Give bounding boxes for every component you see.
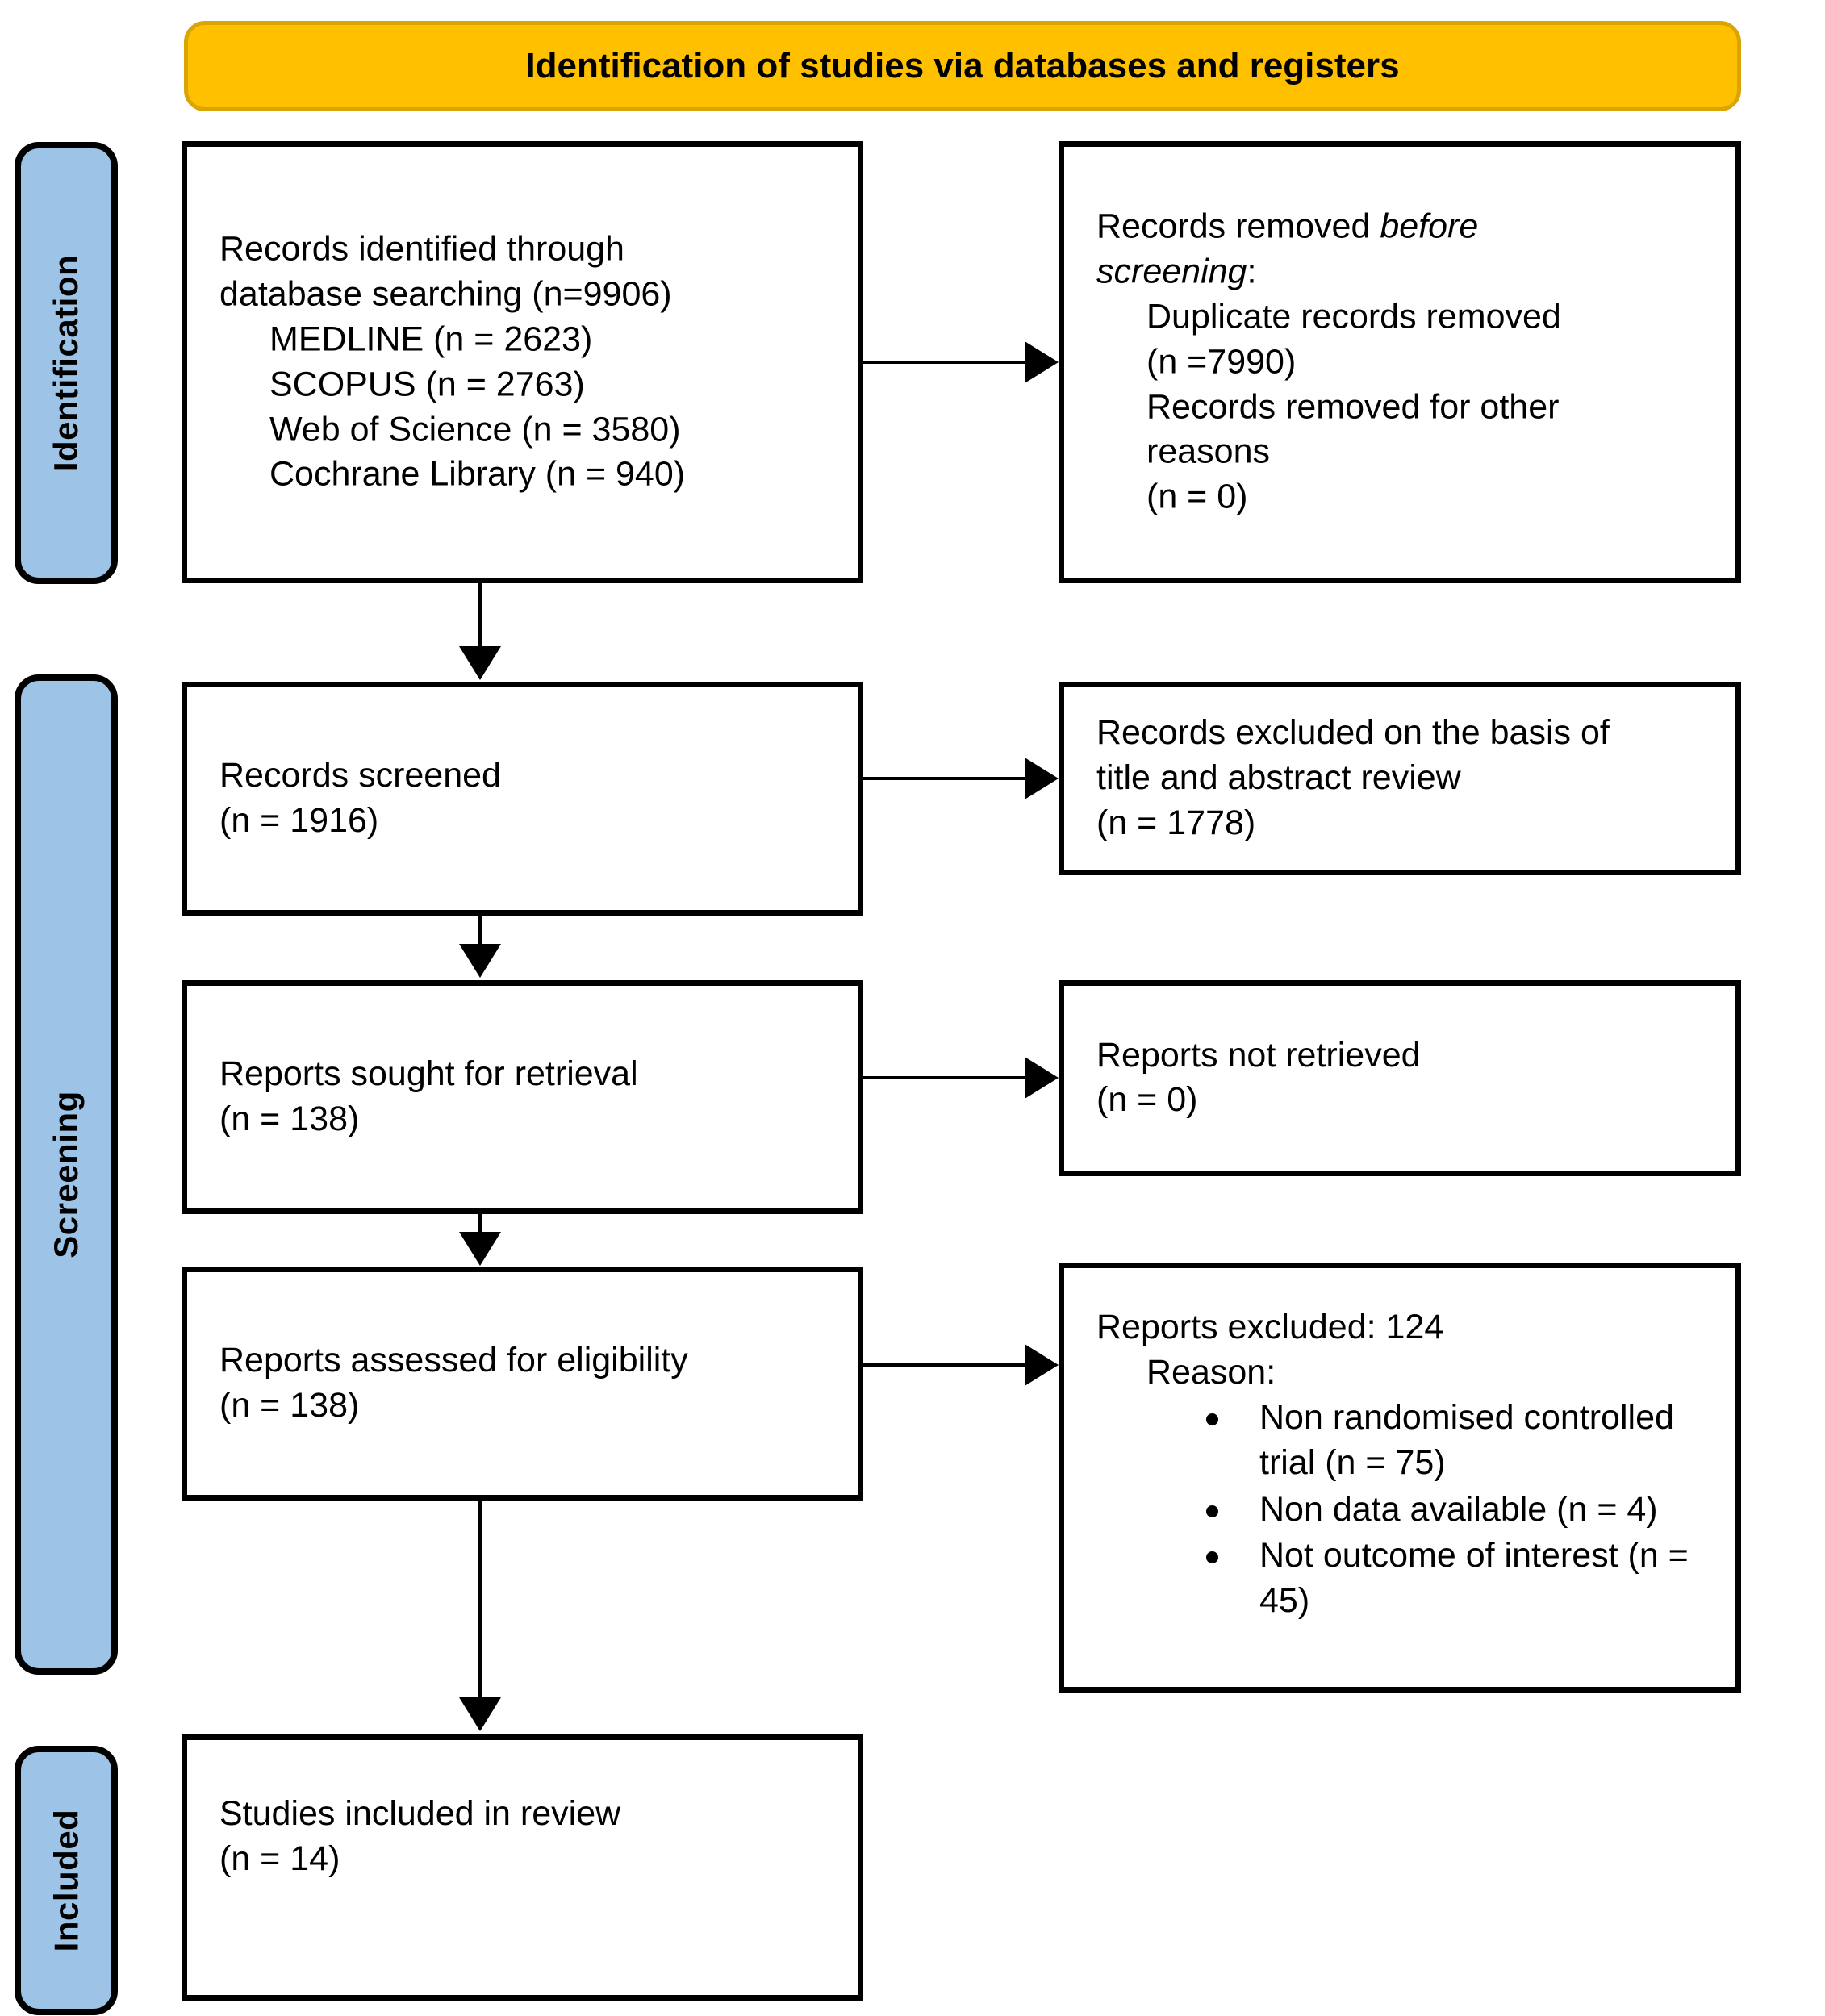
- arrow-assessed-to-excluded-full: [863, 1363, 1025, 1367]
- box-studies-included-content: Studies included in review (n = 14): [219, 1792, 846, 1882]
- records-removed-lead-text: Records removed: [1096, 207, 1380, 246]
- page-title: Identification of studies via databases …: [525, 46, 1400, 86]
- box-records-identified-content: Records identified through database sear…: [219, 227, 846, 497]
- diagram-header-banner: Identification of studies via databases …: [184, 21, 1741, 111]
- stage-label-included-text: Included: [47, 1809, 85, 1952]
- reports-excluded-line1: Reports excluded: 124: [1096, 1308, 1444, 1346]
- reports-sought-line2: (n = 138): [219, 1100, 360, 1138]
- reports-assessed-line2: (n = 138): [219, 1386, 360, 1425]
- box-reports-assessed-for-eligibility: Reports assessed for eligibility (n = 13…: [182, 1267, 863, 1501]
- records-identified-source-medline: MEDLINE (n = 2623): [269, 319, 593, 359]
- stage-label-identification: Identification: [15, 142, 118, 584]
- records-screened-line1: Records screened: [219, 756, 501, 795]
- records-identified-line1: Records identified through: [219, 229, 624, 269]
- reports-assessed-line1: Reports assessed for eligibility: [219, 1341, 688, 1380]
- arrow-identified-to-screened: [478, 583, 482, 651]
- records-removed-duplicates-line2: (n =7990): [1146, 342, 1297, 382]
- box-reports-assessed-content: Reports assessed for eligibility (n = 13…: [219, 1338, 846, 1429]
- records-removed-other-line1: Records removed for other: [1146, 386, 1560, 426]
- arrow-sought-to-not-retrieved: [863, 1076, 1025, 1079]
- reports-not-retrieved-line1: Reports not retrieved: [1096, 1035, 1421, 1075]
- list-item: Non randomised controlled trial (n = 75): [1200, 1396, 1724, 1486]
- arrowhead-screened-to-sought: [459, 944, 501, 978]
- box-records-identified: Records identified through database sear…: [182, 141, 863, 583]
- box-records-excluded-title-abstract: Records excluded on the basis of title a…: [1059, 682, 1741, 875]
- box-records-screened: Records screened (n = 1916): [182, 682, 863, 916]
- reports-excluded-reason-list: Non randomised controlled trial (n = 75)…: [1096, 1396, 1724, 1624]
- records-identified-source-scopus: SCOPUS (n = 2763): [269, 365, 585, 403]
- arrowhead-assessed-to-excluded-full: [1025, 1344, 1059, 1386]
- box-records-removed-before-screening: Records removed before screening: Duplic…: [1059, 141, 1741, 583]
- stage-label-screening-text: Screening: [47, 1091, 86, 1258]
- box-studies-included-in-review: Studies included in review (n = 14): [182, 1734, 863, 2001]
- arrowhead-identified-to-removed: [1025, 341, 1059, 383]
- box-records-excluded-ta-content: Records excluded on the basis of title a…: [1096, 711, 1724, 846]
- records-identified-source-cochrane: Cochrane Library (n = 940): [269, 454, 686, 494]
- records-removed-lead-italic-screening: screening: [1096, 252, 1247, 291]
- box-reports-not-retrieved-content: Reports not retrieved (n = 0): [1096, 1033, 1724, 1124]
- reports-sought-line1: Reports sought for retrieval: [219, 1054, 638, 1094]
- studies-included-line2: (n = 14): [219, 1839, 340, 1879]
- box-records-removed-content: Records removed before screening: Duplic…: [1096, 204, 1724, 520]
- arrowhead-assessed-to-included: [459, 1697, 501, 1731]
- records-screened-line2: (n = 1916): [219, 801, 379, 840]
- arrowhead-sought-to-assessed: [459, 1232, 501, 1266]
- list-item: Not outcome of interest (n = 45): [1200, 1534, 1724, 1624]
- records-removed-lead: Records removed before: [1096, 204, 1724, 249]
- arrow-identified-to-removed: [863, 361, 1025, 364]
- arrow-screened-to-excluded-ta: [863, 777, 1025, 780]
- records-removed-other-line3: (n = 0): [1146, 477, 1248, 516]
- box-reports-not-retrieved: Reports not retrieved (n = 0): [1059, 980, 1741, 1176]
- box-reports-sought-content: Reports sought for retrieval (n = 138): [219, 1052, 846, 1142]
- reports-not-retrieved-line2: (n = 0): [1096, 1080, 1198, 1120]
- arrowhead-screened-to-excluded-ta: [1025, 758, 1059, 799]
- records-excluded-ta-line1: Records excluded on the basis of: [1096, 713, 1610, 753]
- arrow-sought-to-assessed: [478, 1214, 482, 1235]
- list-item: Non data available (n = 4): [1200, 1488, 1724, 1533]
- reports-excluded-reason-heading: Reason:: [1146, 1352, 1276, 1392]
- stage-label-identification-text: Identification: [47, 254, 85, 472]
- stage-label-screening: Screening: [15, 674, 118, 1675]
- records-removed-lead-2: screening:: [1096, 249, 1724, 294]
- box-reports-sought-for-retrieval: Reports sought for retrieval (n = 138): [182, 980, 863, 1214]
- records-excluded-ta-line2: title and abstract review: [1096, 758, 1461, 798]
- box-records-screened-content: Records screened (n = 1916): [219, 753, 846, 844]
- arrow-screened-to-sought: [478, 916, 482, 946]
- records-removed-lead-colon: :: [1247, 252, 1257, 291]
- arrowhead-sought-to-not-retrieved: [1025, 1057, 1059, 1099]
- records-identified-source-wos: Web of Science (n = 3580): [269, 409, 681, 449]
- records-identified-line2: database searching (n=9906): [219, 274, 672, 314]
- box-reports-excluded-content: Reports excluded: 124 Reason: Non random…: [1096, 1268, 1724, 1626]
- records-removed-duplicates-line1: Duplicate records removed: [1146, 297, 1561, 336]
- records-excluded-ta-line3: (n = 1778): [1096, 803, 1256, 842]
- arrow-assessed-to-included: [478, 1501, 482, 1701]
- records-removed-lead-italic-before: before: [1380, 207, 1479, 246]
- stage-label-included: Included: [15, 1746, 118, 2015]
- records-removed-other-line2: reasons: [1146, 432, 1270, 471]
- studies-included-line1: Studies included in review: [219, 1794, 621, 1834]
- box-reports-excluded-with-reasons: Reports excluded: 124 Reason: Non random…: [1059, 1263, 1741, 1693]
- arrowhead-identified-to-screened: [459, 646, 501, 680]
